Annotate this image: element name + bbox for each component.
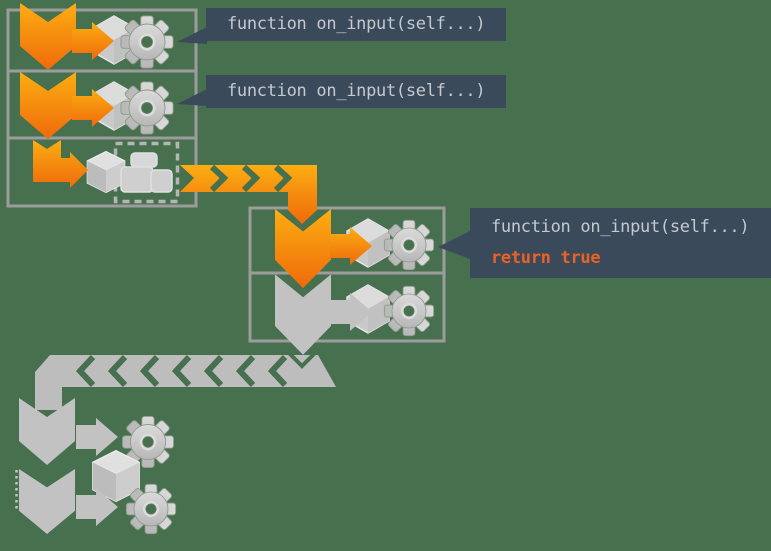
gray-down-arrow [19,468,75,534]
code-text: function on_input(self...) [491,217,750,237]
input-down-arrow [20,3,76,70]
band-chevron-cuts [75,354,288,388]
script-component-row2 [20,72,174,139]
gear-icon [120,15,174,69]
code-text: function on_input(self...) [227,14,486,34]
arrow-band-seam [286,350,318,369]
gear-icon [120,81,174,135]
gear-icon [383,219,435,271]
unconsumed-input-band [35,354,336,410]
collection-box-top-frame [6,8,198,208]
return-true-text: return true [491,248,601,268]
script-component-row4 [275,274,435,355]
dashed-collection-proxy [86,141,180,204]
script-component-row3 [275,209,435,289]
bricks-icon [120,152,173,193]
gear-icon [383,285,435,337]
collection-box-middle [248,206,446,343]
train-chevron-cuts [209,164,293,193]
input-passed-train [180,164,317,224]
input-down-arrow [20,72,76,139]
gray-branch-arrow [76,418,118,456]
code-tooltip-2: function on_input(self...) [206,75,506,108]
code-text: function on_input(self...) [227,81,486,101]
cube-icon [86,150,126,194]
script-component-row1 [20,3,174,70]
tooltip-pointer [177,27,207,44]
tooltip-pointer [177,89,207,106]
gear-icon [125,483,177,535]
tooltip-pointer [438,231,470,259]
released-input-flow [15,398,177,535]
code-tooltip-1: function on_input(self...) [206,8,506,41]
code-tooltip-3: function on_input(self...) return true [470,208,771,278]
input-elbow-arrow [33,140,88,188]
collection-box-top [6,8,198,208]
